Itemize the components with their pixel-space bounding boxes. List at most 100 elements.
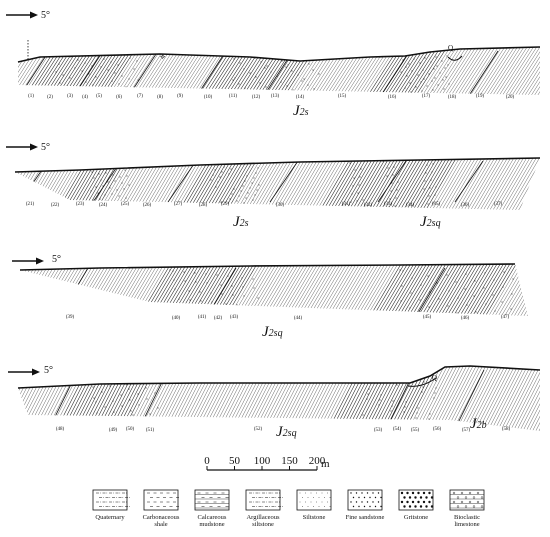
strata-line <box>470 158 516 210</box>
strata-line <box>387 158 433 210</box>
strata-line <box>446 264 493 316</box>
strata-line <box>283 264 329 316</box>
strata-line <box>438 47 484 95</box>
strata-line <box>499 366 540 431</box>
strata-line <box>310 47 356 95</box>
lithology-dot <box>115 208 117 210</box>
strata-line <box>20 264 60 316</box>
strata-line <box>137 47 183 95</box>
strata-line <box>486 366 532 431</box>
strata-line <box>22 158 68 210</box>
lithology-dot <box>391 182 393 184</box>
strata-line <box>444 366 491 431</box>
lithology-dot <box>426 164 428 166</box>
unit-label: J2s <box>293 103 309 119</box>
lithology-dot <box>219 176 221 178</box>
lithology-dot <box>231 285 233 287</box>
strata-line <box>224 158 270 210</box>
lithology-dot <box>397 379 399 381</box>
lithology-dot <box>423 381 425 383</box>
strata-line <box>422 158 468 210</box>
sample-symbol: ⟡ <box>160 52 166 61</box>
lithology-dot <box>249 187 251 189</box>
strata-line <box>480 366 526 431</box>
strata-line <box>342 158 388 210</box>
section-panel-2: 5° (21)(22)(23)(24)(25)(26)(27)(28)(29)(… <box>6 142 541 230</box>
bed-label: (22) <box>51 203 60 208</box>
lithology-dot <box>241 207 243 209</box>
lithology-dot <box>351 193 353 195</box>
lithology-dot <box>444 67 446 69</box>
lithology-dot <box>253 177 255 179</box>
lithology-dot <box>169 269 171 271</box>
lithology-dot <box>512 278 514 280</box>
lithology-dot <box>415 417 417 419</box>
strata-line <box>428 158 475 210</box>
strata-line <box>396 47 443 95</box>
strata-line <box>345 158 392 210</box>
strata-hatch <box>15 158 540 210</box>
strata-line <box>275 158 321 210</box>
lithology-dot <box>245 197 247 199</box>
strata-line <box>18 366 36 431</box>
strata-line <box>512 366 540 431</box>
strata-line <box>390 47 436 95</box>
bed-boundary <box>269 160 299 203</box>
strata-line <box>313 158 360 210</box>
bed-label: (27) <box>174 202 183 207</box>
strata-line <box>248 264 294 316</box>
bed-label: (17) <box>422 94 431 99</box>
lithology-dot <box>211 301 213 303</box>
lithology-dot <box>216 274 218 276</box>
strata-line <box>489 47 535 95</box>
lithology-dot <box>404 406 406 408</box>
lithology-dot <box>125 86 127 88</box>
lithology-dot <box>123 188 125 190</box>
lithology-dot <box>69 77 71 79</box>
strata-line <box>15 158 23 210</box>
bed-label: (54) <box>393 427 402 432</box>
bed-label: (58) <box>502 427 511 432</box>
bed-boundary <box>74 50 104 95</box>
strata-line <box>206 264 253 316</box>
lithology-dot <box>242 185 244 187</box>
strata-line <box>18 366 43 431</box>
lithology-dot <box>77 59 79 61</box>
strata-line <box>18 366 62 431</box>
bed-label: (32) <box>364 203 373 208</box>
lithology-dot <box>221 293 223 295</box>
legend-label: Siltstone <box>303 514 326 521</box>
bed-label: (39) <box>66 315 75 320</box>
strata-line <box>150 47 196 95</box>
lithology-dot <box>436 65 438 67</box>
strata-line <box>502 158 540 210</box>
dip-label: 5° <box>44 365 53 376</box>
strata-line <box>496 366 540 431</box>
lithology-dot <box>232 79 234 81</box>
strata-line <box>358 158 404 210</box>
strata-line <box>396 158 443 210</box>
strata-line <box>144 47 190 95</box>
strata-line <box>432 47 478 95</box>
strata-line <box>85 264 131 316</box>
strata-line <box>281 158 327 210</box>
strata-line <box>377 47 424 95</box>
lithology-dot <box>427 423 429 425</box>
bed-label: (20) <box>506 95 515 100</box>
lithology-dot <box>443 88 445 90</box>
lithology-dot <box>200 300 202 302</box>
strata-line <box>332 47 379 95</box>
lithology-dot <box>287 64 289 66</box>
lithology-dot <box>238 83 240 85</box>
bed-label: (19) <box>476 94 485 99</box>
strata-line <box>201 366 247 431</box>
strata-line <box>319 158 366 210</box>
lithology-dot <box>303 78 305 80</box>
lithology-dot <box>95 186 97 188</box>
lithology-dot <box>255 172 257 174</box>
scale-tick-label: 50 <box>229 455 241 467</box>
strata-line <box>297 158 343 210</box>
strata-line <box>0 262 18 338</box>
bed-label: (2) <box>47 95 53 100</box>
strata-line <box>86 47 132 95</box>
